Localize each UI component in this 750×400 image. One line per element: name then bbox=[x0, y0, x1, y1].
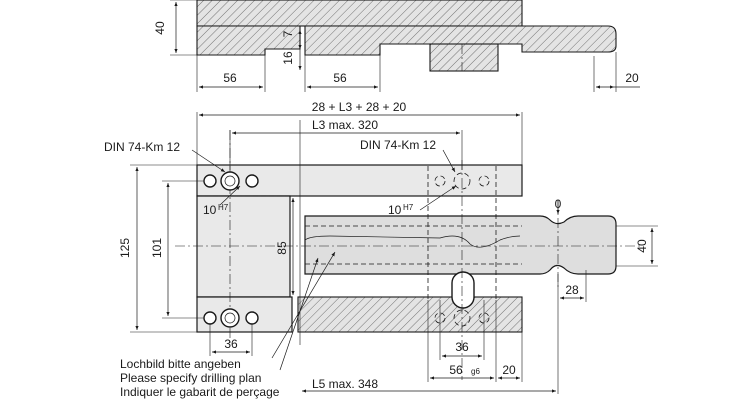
dim-top-56-left: 56 bbox=[223, 71, 237, 85]
dim-top-16: 16 bbox=[281, 51, 295, 65]
top-view: 40 7 16 56 56 20 bbox=[153, 0, 640, 92]
dim-101: 101 bbox=[150, 238, 164, 258]
slot bbox=[451, 271, 475, 309]
fit-left-value: 10 bbox=[203, 203, 217, 217]
break-line bbox=[304, 235, 521, 248]
front-view: 28 + L3 + 28 + 20 L3 max. 320 DIN 74-Km … bbox=[104, 100, 658, 394]
top-left-jaw-section bbox=[196, 25, 301, 56]
dim-l3: L3 max. 320 bbox=[312, 118, 378, 132]
dim-top-20-right: 20 bbox=[625, 71, 639, 85]
fit-left-tol: H7 bbox=[218, 203, 229, 212]
top-nut-section bbox=[429, 43, 499, 72]
dim-56g6-tol: g6 bbox=[471, 367, 480, 376]
drilling-plan-note: Lochbild bitte angeben Please specify dr… bbox=[120, 357, 280, 399]
dim-total-width: 28 + L3 + 28 + 20 bbox=[312, 100, 407, 114]
pin-hole-top bbox=[220, 171, 240, 191]
bolt-hole-top-right bbox=[245, 174, 259, 188]
note-line-fr: Indiquer le gabarit de perçage bbox=[120, 385, 280, 399]
bolt-hole-bottom-right bbox=[245, 311, 259, 325]
dim-top-56-mid: 56 bbox=[333, 71, 347, 85]
top-upper-section bbox=[196, 0, 523, 27]
dim-28-right: 28 bbox=[565, 283, 579, 297]
dim-20-bottom: 20 bbox=[502, 363, 516, 377]
bolt-hole-bottom-left bbox=[203, 311, 217, 325]
note-line-en: Please specify drilling plan bbox=[120, 371, 261, 385]
top-slide-section bbox=[304, 25, 617, 56]
din-callout-right: DIN 74-Km 12 bbox=[360, 138, 436, 152]
dim-l5: L5 max. 348 bbox=[312, 377, 378, 391]
dim-85: 85 bbox=[275, 241, 289, 255]
dim-top-height: 40 bbox=[153, 21, 167, 35]
dim-0: 0 bbox=[555, 197, 562, 211]
dim-36-left: 36 bbox=[224, 337, 238, 351]
dim-56g6-value: 56 bbox=[449, 363, 463, 377]
dim-125: 125 bbox=[118, 238, 132, 258]
fit-right-tol: H7 bbox=[403, 203, 414, 212]
lower-right-section bbox=[297, 296, 523, 333]
bolt-hole-top-left bbox=[203, 174, 217, 188]
dim-36-bottom: 36 bbox=[455, 340, 469, 354]
note-line-de: Lochbild bitte angeben bbox=[120, 357, 241, 371]
pin-hole-bottom bbox=[220, 308, 240, 328]
fit-right-value: 10 bbox=[388, 203, 402, 217]
sliding-jaw bbox=[304, 215, 617, 275]
dim-top-7: 7 bbox=[281, 30, 295, 37]
dim-40-right: 40 bbox=[635, 239, 649, 253]
din-callout-left: DIN 74-Km 12 bbox=[104, 140, 180, 154]
